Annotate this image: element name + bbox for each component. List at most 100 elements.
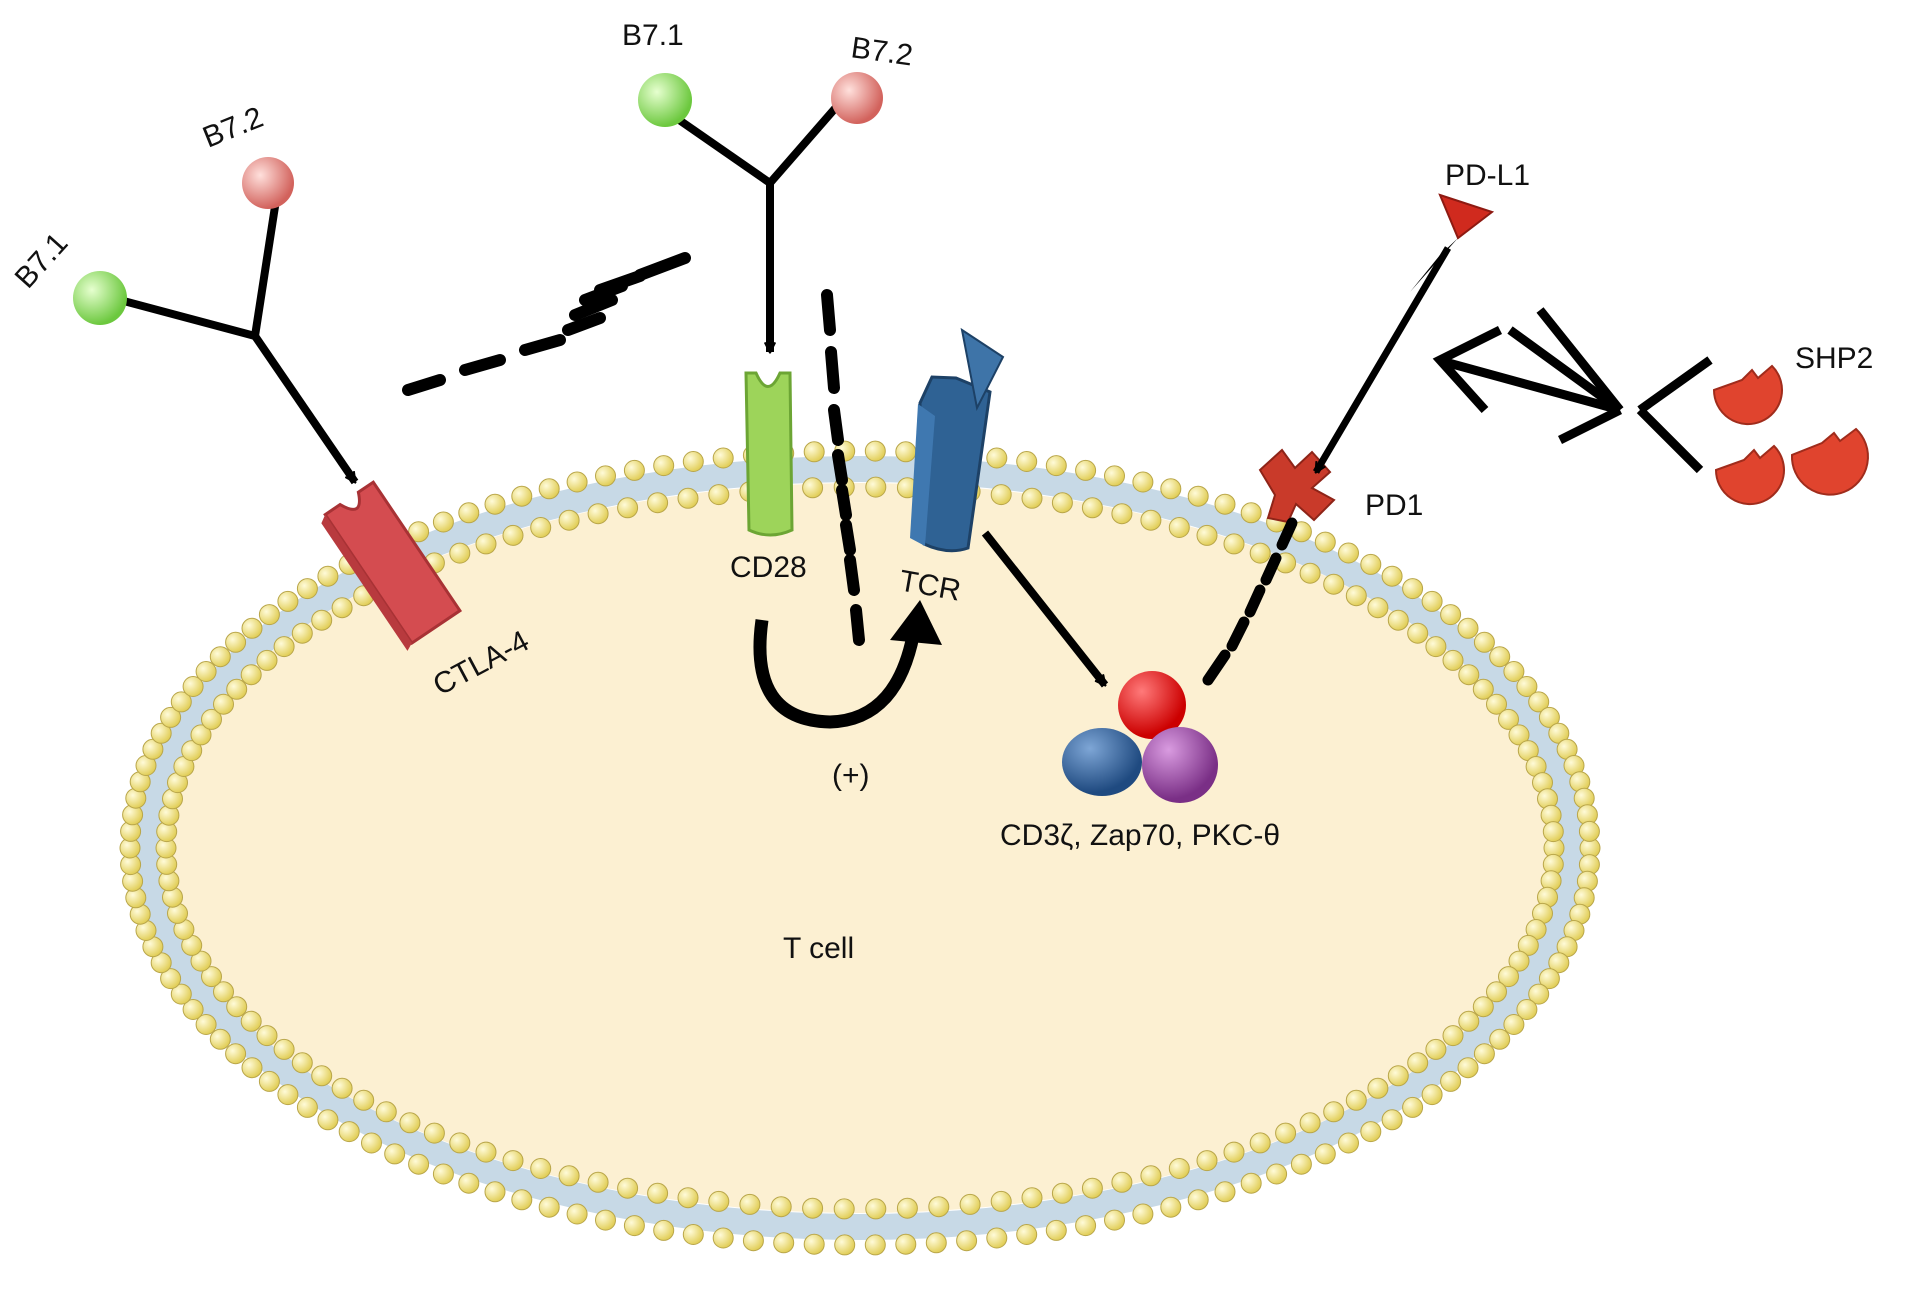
lipid-head [647, 1182, 669, 1204]
lipid-head [895, 1233, 917, 1255]
lipid-head [1275, 1122, 1297, 1144]
lipid-head [990, 1190, 1012, 1212]
lipid-head [181, 740, 203, 762]
lipid-head [213, 981, 234, 1003]
lipid-head [1489, 646, 1511, 668]
lipid-head [209, 646, 231, 668]
positive-feedback-arrow [753, 619, 922, 729]
lipid-head [1140, 1165, 1162, 1187]
lipid-head [1021, 487, 1043, 509]
lipid-head [1503, 661, 1525, 682]
lipid-head [833, 1198, 855, 1220]
lipid-head [623, 459, 645, 481]
label-cd28: CD28 [730, 551, 807, 584]
lipid-head [1407, 1052, 1429, 1074]
lipid-head [1440, 1070, 1462, 1092]
lipid-head [1440, 604, 1462, 626]
lipid-head [1081, 497, 1103, 519]
lipid-head [484, 1181, 506, 1203]
lipid-head [558, 1165, 580, 1187]
lipid-head [865, 1198, 887, 1220]
lipid-head [408, 521, 430, 543]
label-b71-center: B7.1 [622, 19, 684, 52]
label-t-cell: T cell [783, 932, 854, 965]
lipid-head [331, 1077, 353, 1099]
lipid-head [1187, 1189, 1209, 1211]
zap70-molecule [1062, 728, 1142, 796]
lipid-head [712, 1227, 734, 1249]
positive-feedback-arrowhead [890, 600, 942, 645]
lipid-head [226, 996, 248, 1018]
lipid-head [1299, 1112, 1321, 1134]
lipid-head [241, 617, 263, 639]
lipid-head [1402, 1096, 1424, 1118]
lipid-head [1045, 455, 1067, 477]
lipid-head [190, 724, 212, 746]
lipid-head [742, 1230, 764, 1252]
lipid-head [1457, 1057, 1479, 1079]
lipid-head [1314, 531, 1336, 553]
lipid-head [1075, 459, 1097, 481]
lipid-head [170, 983, 192, 1005]
lipid-head [925, 1232, 947, 1254]
lipid-head [1160, 1196, 1182, 1218]
lipid-head [677, 1187, 699, 1209]
lipid-head [201, 966, 222, 988]
lipid-head [1249, 542, 1271, 564]
lipid-head [595, 465, 616, 487]
lipid-head [209, 1028, 231, 1050]
lipid-head [190, 950, 212, 972]
lipid-head [1168, 517, 1190, 538]
lipid-head [1160, 478, 1182, 500]
lipid-head [1168, 1158, 1190, 1179]
lipid-head [530, 1158, 552, 1179]
lipid-head [1472, 996, 1494, 1018]
lipid-head [864, 1234, 886, 1256]
lipid-head [311, 1065, 333, 1087]
lipid-head [195, 661, 217, 682]
lipid-head [1516, 999, 1538, 1020]
lipid-head [1104, 465, 1125, 487]
lipid-head [1360, 1121, 1382, 1143]
lipid-head [1075, 1215, 1097, 1237]
lipid-head [1111, 503, 1133, 525]
lipid-head [258, 604, 280, 626]
lipid-head [502, 524, 524, 546]
lipid-head [538, 1196, 560, 1218]
lipid-head [803, 441, 825, 463]
lipid-head [617, 497, 639, 519]
membrane-bilayer [135, 456, 1585, 1240]
lipid-head [449, 1132, 471, 1154]
lipid-head [1187, 485, 1209, 507]
lipid-head [802, 1197, 824, 1219]
lipid-head [511, 485, 533, 507]
lipid-head [682, 1224, 704, 1245]
lipid-head [1486, 693, 1507, 715]
lipid-head [1338, 542, 1359, 564]
lipid-head [475, 533, 497, 555]
cd28-receptor [744, 371, 794, 537]
lipid-head [1387, 1065, 1409, 1087]
lipid-head [1196, 524, 1218, 546]
lipid-head [458, 502, 480, 524]
lipid-head [291, 1052, 313, 1074]
lipid-head [865, 476, 887, 498]
lipid-head [1407, 622, 1429, 644]
lipid-head [1457, 617, 1479, 639]
lipid-head [475, 1141, 497, 1163]
lipid-head [423, 1122, 445, 1144]
lipid-head [595, 1209, 616, 1231]
lipid-head [1381, 1109, 1403, 1131]
lipid-head [1442, 649, 1464, 671]
label-shp2: SHP2 [1795, 342, 1873, 375]
lipid-head [538, 478, 560, 500]
lipid-head [449, 542, 471, 564]
lipid-head [1214, 1181, 1236, 1203]
lipid-head [182, 676, 204, 697]
lipid-head [273, 1038, 295, 1060]
lipid-head [256, 649, 278, 671]
lipid-head [1486, 981, 1507, 1003]
lipid-head [647, 492, 669, 514]
lipid-head [896, 1197, 918, 1219]
lipid-head [834, 1234, 856, 1256]
